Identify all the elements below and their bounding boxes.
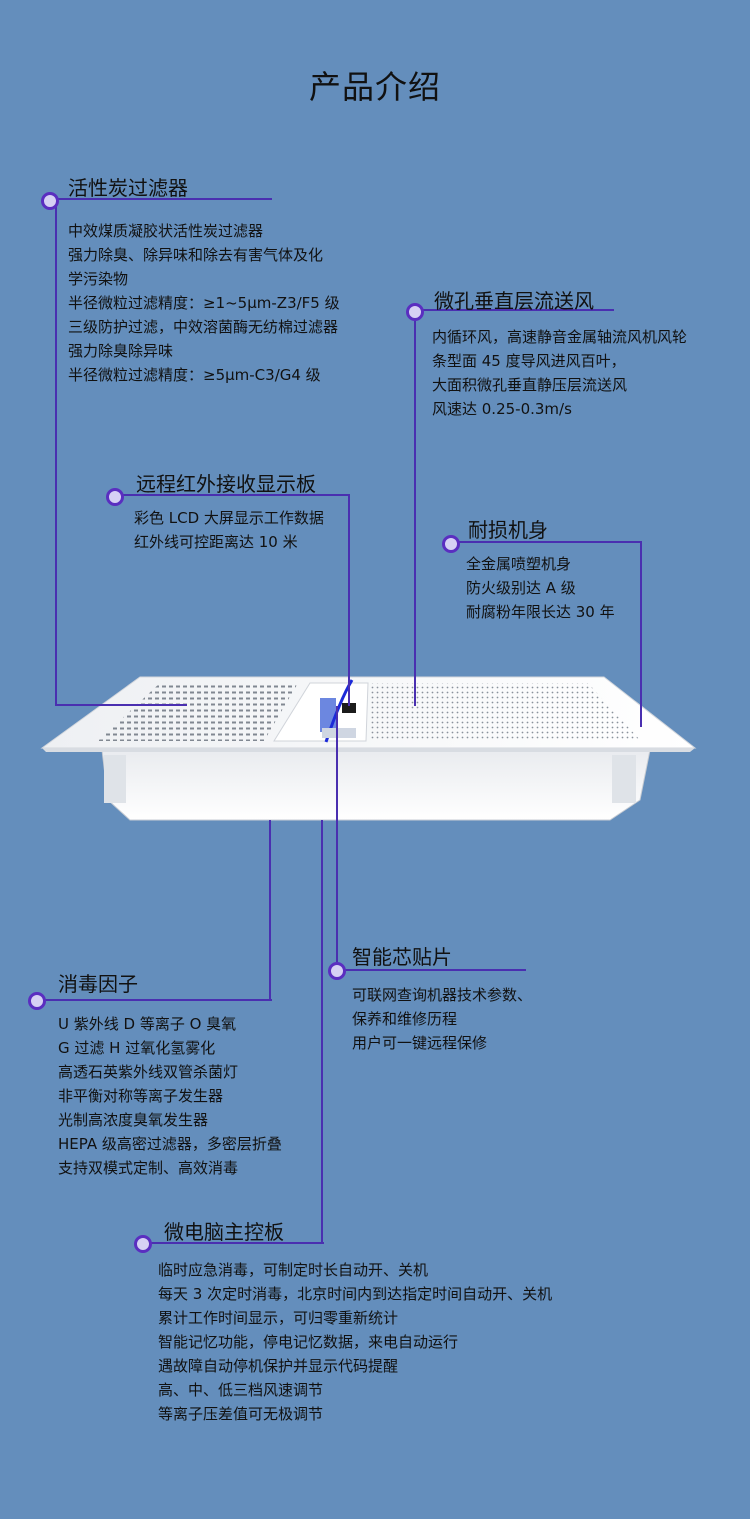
desc-line: U 紫外线 D 等离子 O 臭氧 — [58, 1015, 237, 1033]
page-title: 产品介绍 — [308, 68, 441, 106]
desc-line: 光制高浓度臭氧发生器 — [58, 1111, 209, 1129]
control-board-dot-icon — [134, 1235, 152, 1253]
disinfection-dot-icon — [28, 992, 46, 1010]
desc-line: 红外线可控距离达 10 米 — [134, 533, 298, 551]
disinfection-description: U 紫外线 D 等离子 O 臭氧 G 过滤 H 过氧化氢雾化 高透石英紫外线双管… — [58, 1012, 282, 1180]
desc-line: G 过滤 H 过氧化氢雾化 — [58, 1039, 216, 1057]
desc-line: 高、中、低三档风速调节 — [158, 1381, 324, 1399]
body-description: 全金属喷塑机身 防火级别达 A 级 耐腐粉年限长达 30 年 — [466, 552, 615, 624]
desc-line: HEPA 级高密过滤器，多密层折叠 — [58, 1135, 282, 1153]
ir-display-description: 彩色 LCD 大屏显示工作数据 红外线可控距离达 10 米 — [134, 506, 324, 554]
desc-line: 半径微粒过滤精度：≥1~5μm-Z3/F5 级 — [68, 294, 340, 312]
ir-display-title: 远程红外接收显示板 — [136, 472, 316, 496]
desc-line: 临时应急消毒，可制定时长自动开、关机 — [158, 1261, 429, 1279]
body-title: 耐损机身 — [468, 518, 548, 542]
airflow-callout-line-h — [422, 309, 614, 311]
chip-callout-line-v — [336, 706, 338, 962]
desc-line: 智能记忆功能，停电记忆数据，来电自动运行 — [158, 1333, 459, 1351]
desc-line: 非平衡对称等离子发生器 — [58, 1087, 224, 1105]
desc-line: 彩色 LCD 大屏显示工作数据 — [134, 509, 324, 527]
airflow-dot-icon — [406, 303, 424, 321]
carbon-filter-callout-line-v — [55, 206, 57, 706]
airflow-title: 微孔垂直层流送风 — [434, 289, 594, 313]
airflow-callout-line-v — [414, 318, 416, 706]
desc-line: 中效煤质凝胶状活性炭过滤器 — [68, 222, 264, 240]
control-board-title: 微电脑主控板 — [164, 1220, 284, 1244]
control-board-callout-line-h — [150, 1242, 324, 1244]
chip-title: 智能芯贴片 — [352, 945, 452, 969]
carbon-filter-callout-line-h — [56, 198, 272, 200]
desc-line: 耐腐粉年限长达 30 年 — [466, 603, 615, 621]
chip-callout-line-h — [344, 969, 526, 971]
desc-line: 大面积微孔垂直静压层流送风 — [432, 376, 628, 394]
desc-line: 内循环风，高速静音金属轴流风机风轮 — [432, 328, 688, 346]
airflow-description: 内循环风，高速静音金属轴流风机风轮 条型面 45 度导风进风百叶， 大面积微孔垂… — [432, 325, 687, 421]
desc-line: 防火级别达 A 级 — [466, 579, 576, 597]
disinfection-title: 消毒因子 — [58, 972, 138, 996]
body-callout-line-v — [640, 541, 642, 727]
carbon-filter-dot-icon — [41, 192, 59, 210]
desc-line: 累计工作时间显示，可归零重新统计 — [158, 1309, 399, 1327]
carbon-filter-description: 中效煤质凝胶状活性炭过滤器 强力除臭、除异味和除去有害气体及化 学污染物 半径微… — [68, 219, 340, 387]
desc-line: 风速达 0.25-0.3m/s — [432, 400, 572, 418]
desc-line: 保养和维修历程 — [352, 1010, 458, 1028]
control-board-callout-line-v — [321, 820, 323, 1244]
chip-description: 可联网查询机器技术参数、 保养和维修历程 用户可一键远程保修 — [352, 983, 532, 1055]
desc-line: 可联网查询机器技术参数、 — [352, 986, 533, 1004]
desc-line: 强力除臭除异味 — [68, 342, 174, 360]
desc-line: 每天 3 次定时消毒，北京时间内到达指定时间自动开、关机 — [158, 1285, 553, 1303]
disinfection-callout-line-v — [269, 820, 271, 1001]
desc-line: 半径微粒过滤精度：≥5μm-C3/G4 级 — [68, 366, 321, 384]
desc-line: 条型面 45 度导风进风百叶， — [432, 352, 626, 370]
desc-line: 三级防护过滤，中效溶菌酶无纺棉过滤器 — [68, 318, 339, 336]
carbon-filter-callout-line-foot — [55, 704, 187, 706]
body-callout-line-h — [456, 541, 642, 543]
chip-dot-icon — [328, 962, 346, 980]
desc-line: 高透石英紫外线双管杀菌灯 — [58, 1063, 239, 1081]
disinfection-callout-line-h — [44, 999, 272, 1001]
desc-line: 用户可一键远程保修 — [352, 1034, 488, 1052]
ir-display-callout-line-h — [120, 494, 350, 496]
desc-line: 等离子压差值可无极调节 — [158, 1405, 324, 1423]
control-board-description: 临时应急消毒，可制定时长自动开、关机 每天 3 次定时消毒，北京时间内到达指定时… — [158, 1258, 552, 1426]
desc-line: 遇故障自动停机保护并显示代码提醒 — [158, 1357, 399, 1375]
ir-display-dot-icon — [106, 488, 124, 506]
desc-line: 支持双模式定制、高效消毒 — [58, 1159, 239, 1177]
ir-display-callout-line-v — [348, 494, 350, 706]
desc-line: 学污染物 — [68, 270, 129, 288]
body-dot-icon — [442, 535, 460, 553]
carbon-filter-title: 活性炭过滤器 — [68, 176, 188, 200]
desc-line: 全金属喷塑机身 — [466, 555, 572, 573]
desc-line: 强力除臭、除异味和除去有害气体及化 — [68, 246, 324, 264]
